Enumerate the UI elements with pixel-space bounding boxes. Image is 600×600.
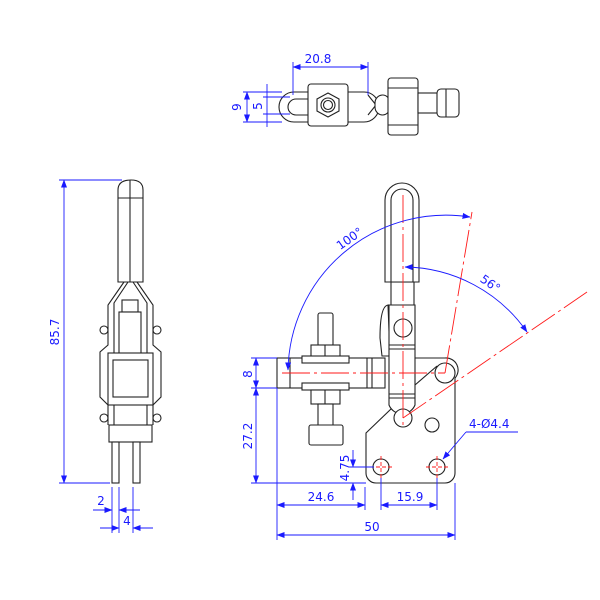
side-view: 85.7 2 4 <box>48 179 162 533</box>
dim-handle-angle-label: 56° <box>478 272 503 296</box>
spindle-bottom <box>317 403 334 427</box>
hex-nut <box>316 92 340 118</box>
centerline-handle-open <box>402 289 591 419</box>
dim-total-height-label: 85.7 <box>48 319 62 346</box>
hole-callout-label: 4-Ø4.4 <box>469 417 510 431</box>
mount-hole-right <box>428 458 446 476</box>
side-handle <box>117 179 144 283</box>
top-handle-block <box>387 77 419 136</box>
top-arm-end <box>436 88 460 118</box>
dim-hole-offset-label: 4.75 <box>338 455 352 482</box>
dim-bar-height-label: 8 <box>241 370 255 378</box>
dim-total-length-label: 50 <box>364 520 379 534</box>
front-view: 100° 56° 8 27.2 4.75 24.6 15.9 50 4-Ø4.4 <box>241 182 591 540</box>
dim-prong-gap-label: 4 <box>123 514 131 528</box>
dim-bar-elevation-label: 27.2 <box>241 423 255 450</box>
side-bolt <box>118 311 142 355</box>
spindle-knob <box>308 424 344 446</box>
grip-inner <box>390 188 414 282</box>
lower-washer <box>301 382 350 391</box>
spindle-top <box>317 312 334 347</box>
angle-arc-100 <box>285 212 471 371</box>
dim-hole-spacing-label: 15.9 <box>397 490 424 504</box>
mount-hole-left <box>372 458 390 476</box>
top-view: 20.8 9 5 <box>230 52 460 136</box>
nut-bore <box>320 97 336 113</box>
rivet <box>152 413 162 423</box>
side-prong-left <box>111 441 120 484</box>
side-nut <box>112 359 149 398</box>
upper-washer <box>301 355 350 364</box>
rivet <box>99 325 109 335</box>
centerline-open-position <box>444 211 473 374</box>
callout-leader <box>442 431 467 460</box>
dim-width-label: 20.8 <box>305 52 332 66</box>
rivet <box>99 413 109 423</box>
plate-hole <box>424 417 440 433</box>
nut-bore-inner <box>322 99 334 111</box>
side-nut-block <box>107 352 154 406</box>
dim-outer-height-label: 9 <box>230 103 244 111</box>
dim-slot-height-label: 5 <box>251 102 265 110</box>
side-prong-right <box>132 441 141 484</box>
dim-open-angle-label: 100° <box>334 225 366 253</box>
side-bolt-top <box>121 299 139 313</box>
rivet <box>152 325 162 335</box>
dim-prong-width-label: 2 <box>97 494 105 508</box>
angle-arc-56 <box>404 264 528 333</box>
dim-bar-offset-label: 24.6 <box>308 490 335 504</box>
side-knob <box>108 424 153 443</box>
